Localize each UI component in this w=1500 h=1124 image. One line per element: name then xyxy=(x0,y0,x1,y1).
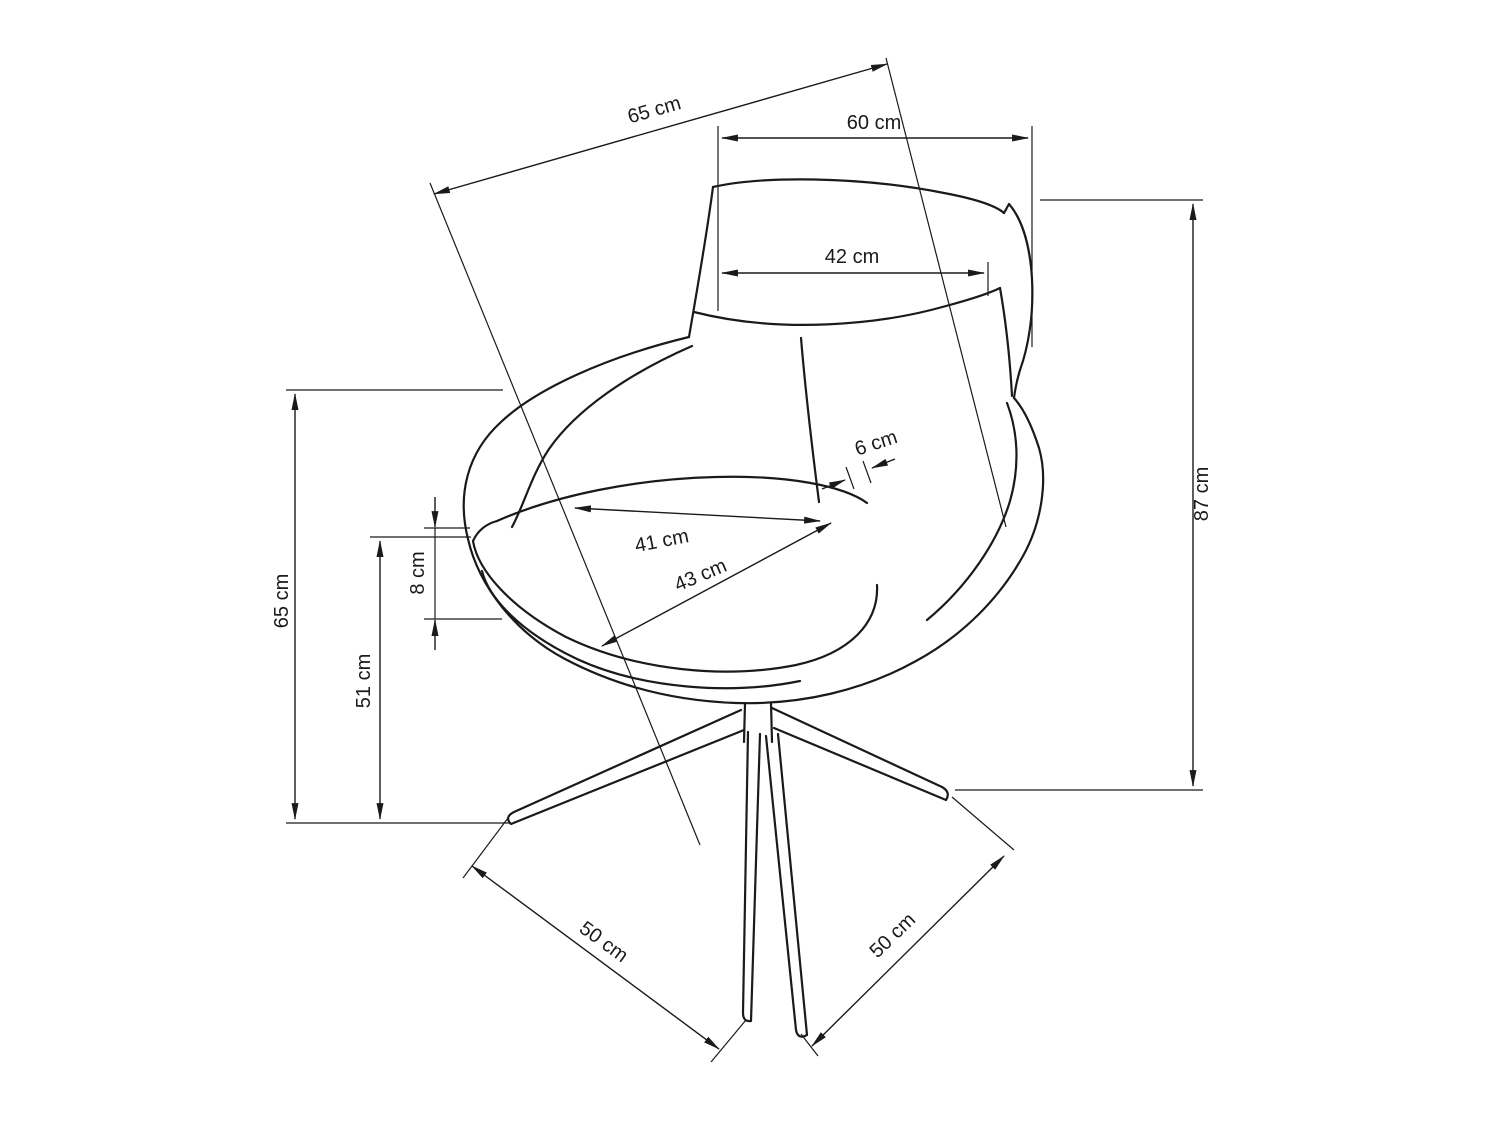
chair-base-column xyxy=(742,701,774,744)
chair-headrest-seam-right xyxy=(998,286,1014,398)
chair-seat-rim-lower xyxy=(480,569,802,690)
chair-headrest-seam xyxy=(692,286,1002,326)
dim-65cm-diagonal-line xyxy=(432,63,889,195)
dim-label-65cm-diagonal: 65 cm xyxy=(625,92,683,128)
dim-label-51cm: 51 cm xyxy=(353,654,375,708)
dim-50cm-left-line xyxy=(471,865,720,1050)
chair-leg-front-right xyxy=(764,732,809,1038)
dim-50cm-right-line xyxy=(811,855,1005,1047)
dim-50cm-right-ext-2 xyxy=(800,1033,819,1057)
dim-label-60cm: 60 cm xyxy=(847,112,901,134)
chair-right-wing-inner xyxy=(925,401,1018,622)
dim-50cm-right-ext-1 xyxy=(951,796,1015,851)
dim-label-43cm: 43 cm xyxy=(671,555,730,597)
chair-back-top-edge xyxy=(711,178,1006,215)
dim-50cm-left-ext-2 xyxy=(710,1019,747,1063)
dim-8cm-cushion-thickness: 8 cm xyxy=(407,497,502,650)
dim-87cm-total-height: 87 cm xyxy=(955,199,1213,791)
chair-drawing xyxy=(462,178,1045,1038)
dim-6cm-tick-right xyxy=(862,460,872,484)
dim-label-8cm: 8 cm xyxy=(407,551,429,594)
chair-leg-left xyxy=(507,708,746,826)
dim-6cm-tick-left xyxy=(845,466,855,490)
dim-50cm-base-left: 50 cm xyxy=(462,817,747,1063)
chair-leg-right xyxy=(770,706,949,802)
dim-65cm-left-height: 65 cm xyxy=(271,389,510,824)
chair-shell-outline xyxy=(462,335,1045,705)
chair-back-center-seam xyxy=(799,336,821,504)
dim-41cm-line xyxy=(573,505,822,524)
dim-label-87cm: 87 cm xyxy=(1191,467,1213,521)
dim-label-6cm: 6 cm xyxy=(852,426,900,460)
chair-back-right-edge xyxy=(1002,202,1034,400)
dim-6cm-arrow-left xyxy=(821,479,846,490)
dim-label-65cm-left: 65 cm xyxy=(271,574,293,628)
dim-41cm-seat-width: 41 cm xyxy=(573,505,822,557)
chair-left-wing-inner xyxy=(510,344,694,529)
dim-label-41cm: 41 cm xyxy=(633,525,691,557)
dim-50cm-base-right: 50 cm xyxy=(800,796,1015,1057)
dim-6cm-armrest: 6 cm xyxy=(821,426,900,490)
dim-42cm-backrest-width: 42 cm xyxy=(720,246,989,296)
chair-seat-rim-upper xyxy=(471,519,879,673)
dim-label-50cm-right: 50 cm xyxy=(866,909,920,963)
dim-60cm-top-width: 60 cm xyxy=(717,112,1033,347)
chair-leg-front-left xyxy=(741,730,762,1023)
chair-back-left-edge xyxy=(687,185,715,339)
dim-label-50cm-left: 50 cm xyxy=(575,917,632,967)
dim-51cm-seat-height: 51 cm xyxy=(353,536,471,821)
dim-50cm-left-ext-1 xyxy=(462,817,509,879)
dim-65cm-diagonal-ext-left xyxy=(429,182,701,846)
dim-43cm-line xyxy=(601,522,832,647)
dim-label-42cm: 42 cm xyxy=(825,246,879,268)
dim-6cm-arrow-right xyxy=(871,458,896,469)
